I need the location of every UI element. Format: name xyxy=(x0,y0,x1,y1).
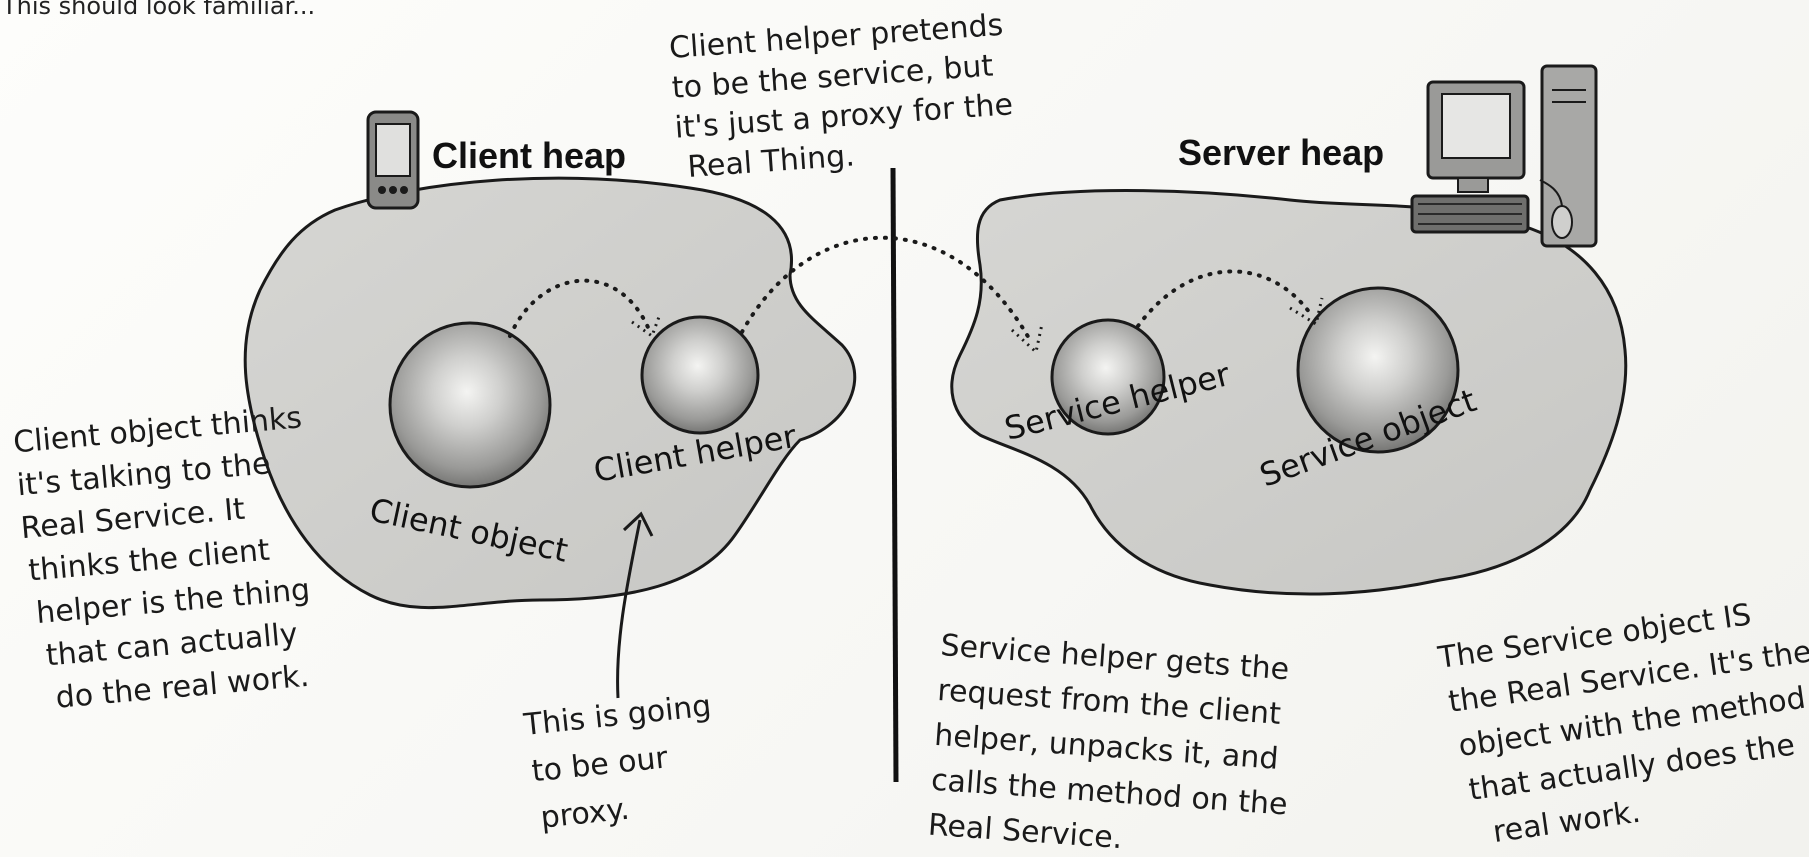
server-heap-blob xyxy=(950,189,1628,596)
proxy-pointer-line xyxy=(616,519,642,699)
svg-text:to be our: to be our xyxy=(530,740,670,789)
top-fragment-text: This should look familiar... xyxy=(1,0,315,20)
note-service-object-is: The Service object IS the Real Service. … xyxy=(1435,597,1809,850)
server-heap-title: Server heap xyxy=(1178,132,1384,173)
svg-text:This should look familiar...: This should look familiar... xyxy=(1,0,315,20)
svg-text:Real Service.: Real Service. xyxy=(927,808,1124,856)
call-arrowhead-client-helper xyxy=(631,313,662,339)
divider-line xyxy=(890,167,899,783)
proxy-pointer-arrowhead xyxy=(622,511,654,537)
svg-text:real work.: real work. xyxy=(1491,795,1643,850)
service-helper-sphere xyxy=(1050,318,1166,436)
svg-text:Real Thing.: Real Thing. xyxy=(686,138,856,185)
client-object-sphere xyxy=(388,321,552,489)
client-heap-title: Client heap xyxy=(432,135,626,176)
service-object-sphere xyxy=(1296,286,1460,454)
note-proxy: This is going to be our proxy. xyxy=(521,688,713,836)
note-service-helper-gets: Service helper gets the request from the… xyxy=(927,628,1290,856)
desktop-computer-icon xyxy=(1410,64,1598,248)
client-helper-sphere xyxy=(640,315,760,435)
call-path-service-helper-to-service-object xyxy=(1136,269,1314,328)
svg-text:proxy.: proxy. xyxy=(539,792,631,836)
call-path-client-object-to-helper xyxy=(508,278,652,338)
note-client-helper-pretends: Client helper pretends to be the service… xyxy=(668,8,1014,185)
handheld-device-icon xyxy=(366,110,420,210)
